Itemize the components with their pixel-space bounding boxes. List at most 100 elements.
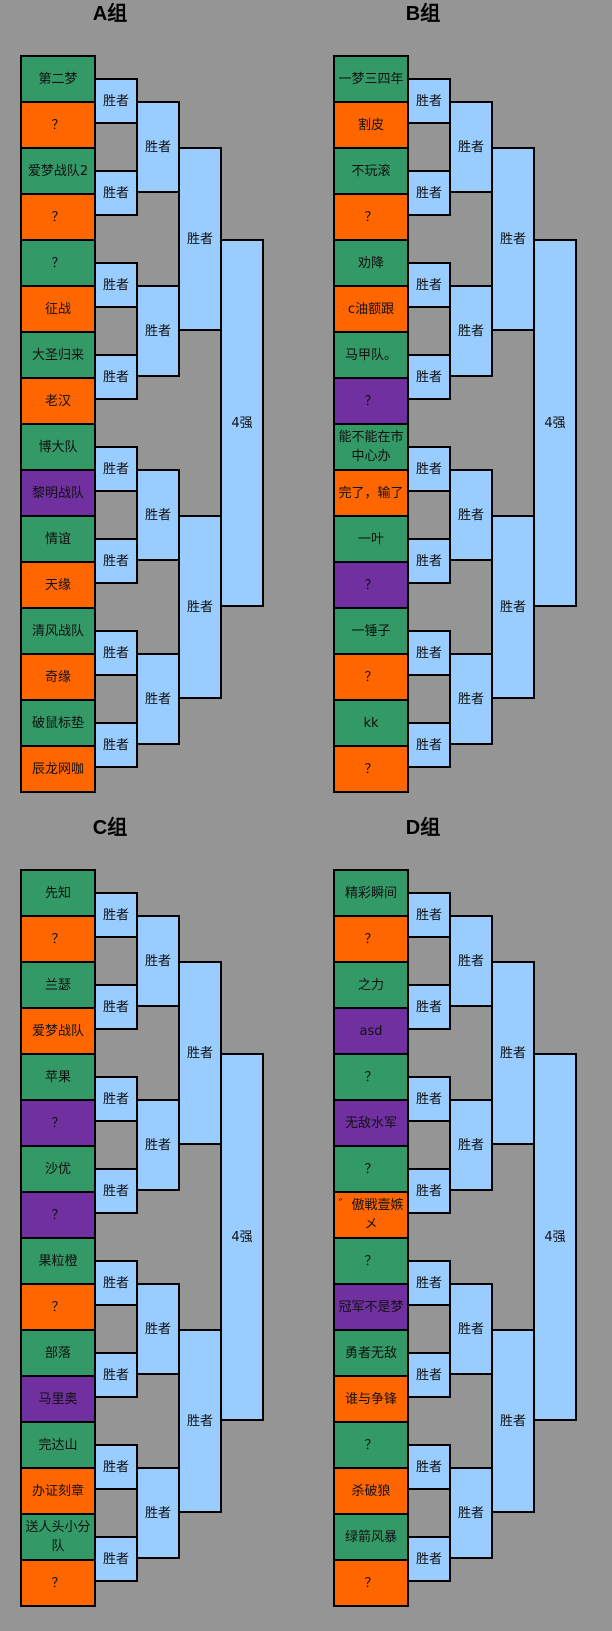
team-slot: 马甲队。 xyxy=(333,331,409,379)
winner-slot-round2: 胜者 xyxy=(449,653,493,745)
team-slot: 情谊 xyxy=(20,515,96,563)
group-title: C组 xyxy=(92,817,128,839)
winner-slot-round1: 胜者 xyxy=(407,78,451,124)
winner-slot-round1: 胜者 xyxy=(94,78,138,124)
team-slot: 完达山 xyxy=(20,1421,96,1469)
winner-slot-round1: 胜者 xyxy=(94,354,138,400)
group-title: B组 xyxy=(405,3,441,25)
team-slot: ？ xyxy=(333,1145,409,1193)
team-slot: 绿箭风暴 xyxy=(333,1513,409,1561)
team-slot: 一梦三四年 xyxy=(333,55,409,103)
winner-slot-round1: 胜者 xyxy=(94,1352,138,1398)
team-slot: 爱梦战队2 xyxy=(20,147,96,195)
team-slot: 谁与争锋 xyxy=(333,1375,409,1423)
team-slot: asd xyxy=(333,1007,409,1055)
team-slot: 杀破狼 xyxy=(333,1467,409,1515)
winner-slot-round1: 胜者 xyxy=(407,630,451,676)
winner-slot-round3: 胜者 xyxy=(178,961,222,1145)
team-slot: ？ xyxy=(333,745,409,793)
winner-slot-round2: 胜者 xyxy=(136,101,180,193)
winner-slot-round2: 胜者 xyxy=(449,1467,493,1559)
winner-slot-round2: 胜者 xyxy=(136,1467,180,1559)
winner-slot-round1: 胜者 xyxy=(94,1536,138,1582)
winner-slot-round3: 胜者 xyxy=(178,1329,222,1513)
team-slot: 精彩瞬间 xyxy=(333,869,409,917)
team-slot: ？ xyxy=(333,377,409,425)
team-slot: ？ xyxy=(333,1559,409,1607)
team-slot: 不玩滚 xyxy=(333,147,409,195)
winner-slot-round1: 胜者 xyxy=(407,262,451,308)
team-slot: 无敌水军 xyxy=(333,1099,409,1147)
team-slot: ？ xyxy=(333,915,409,963)
team-slot: 破鼠标垫 xyxy=(20,699,96,747)
team-slot: 割皮 xyxy=(333,101,409,149)
top4-slot: 4强 xyxy=(533,1053,577,1421)
team-slot: 一叶 xyxy=(333,515,409,563)
team-slot: 先知 xyxy=(20,869,96,917)
team-slot: ？ xyxy=(20,239,96,287)
team-slot: 大圣归来 xyxy=(20,331,96,379)
team-slot: ？ xyxy=(20,1099,96,1147)
team-slot: ？ xyxy=(20,101,96,149)
top4-slot: 4强 xyxy=(220,1053,264,1421)
team-slot: 办证刻章 xyxy=(20,1467,96,1515)
team-slot: 征战 xyxy=(20,285,96,333)
winner-slot-round2: 胜者 xyxy=(136,1283,180,1375)
winner-slot-round1: 胜者 xyxy=(407,984,451,1030)
winner-slot-round2: 胜者 xyxy=(136,1099,180,1191)
winner-slot-round3: 胜者 xyxy=(491,147,535,331)
team-slot: ？ xyxy=(20,1559,96,1607)
winner-slot-round1: 胜者 xyxy=(94,722,138,768)
team-slot: 一锤子 xyxy=(333,607,409,655)
winner-slot-round1: 胜者 xyxy=(407,446,451,492)
winner-slot-round2: 胜者 xyxy=(449,1283,493,1375)
team-slot: kk xyxy=(333,699,409,747)
winner-slot-round1: 胜者 xyxy=(407,1260,451,1306)
team-slot: ？ xyxy=(333,1053,409,1101)
winner-slot-round2: 胜者 xyxy=(449,1099,493,1191)
winner-slot-round2: 胜者 xyxy=(136,915,180,1007)
winner-slot-round2: 胜者 xyxy=(449,469,493,561)
team-slot: 完了，输了 xyxy=(333,469,409,517)
winner-slot-round1: 胜者 xyxy=(94,446,138,492)
team-slot: 爱梦战队 xyxy=(20,1007,96,1055)
winner-slot-round3: 胜者 xyxy=(491,515,535,699)
team-slot: ？ xyxy=(333,1237,409,1285)
team-slot: 黎明战队 xyxy=(20,469,96,517)
team-slot: ？ xyxy=(333,193,409,241)
team-slot: ゛傲戦壹嫉メ xyxy=(333,1191,409,1239)
team-slot: 能不能在市中心办 xyxy=(333,423,409,471)
winner-slot-round1: 胜者 xyxy=(407,538,451,584)
winner-slot-round3: 胜者 xyxy=(178,147,222,331)
team-slot: 清风战队 xyxy=(20,607,96,655)
winner-slot-round1: 胜者 xyxy=(94,538,138,584)
team-slot: 马里奥 xyxy=(20,1375,96,1423)
team-slot: 部落 xyxy=(20,1329,96,1377)
winner-slot-round1: 胜者 xyxy=(94,1444,138,1490)
top4-slot: 4强 xyxy=(220,239,264,607)
team-slot: 苹果 xyxy=(20,1053,96,1101)
winner-slot-round1: 胜者 xyxy=(94,1076,138,1122)
group-title: A组 xyxy=(92,3,128,25)
team-slot: ？ xyxy=(333,561,409,609)
winner-slot-round3: 胜者 xyxy=(491,961,535,1145)
winner-slot-round2: 胜者 xyxy=(136,469,180,561)
team-slot: 之力 xyxy=(333,961,409,1009)
team-slot: 勇者无敌 xyxy=(333,1329,409,1377)
team-slot: 奇缘 xyxy=(20,653,96,701)
team-slot: 老汉 xyxy=(20,377,96,425)
winner-slot-round1: 胜者 xyxy=(407,1444,451,1490)
team-slot: 博大队 xyxy=(20,423,96,471)
team-slot: ？ xyxy=(333,1421,409,1469)
team-slot: 兰瑟 xyxy=(20,961,96,1009)
winner-slot-round1: 胜者 xyxy=(407,1536,451,1582)
team-slot: 冠军不是梦 xyxy=(333,1283,409,1331)
team-slot: ？ xyxy=(20,1283,96,1331)
team-slot: 果粒橙 xyxy=(20,1237,96,1285)
team-slot: ？ xyxy=(20,1191,96,1239)
winner-slot-round1: 胜者 xyxy=(407,892,451,938)
team-slot: ？ xyxy=(20,915,96,963)
winner-slot-round1: 胜者 xyxy=(94,170,138,216)
winner-slot-round1: 胜者 xyxy=(94,630,138,676)
team-slot: 第二梦 xyxy=(20,55,96,103)
